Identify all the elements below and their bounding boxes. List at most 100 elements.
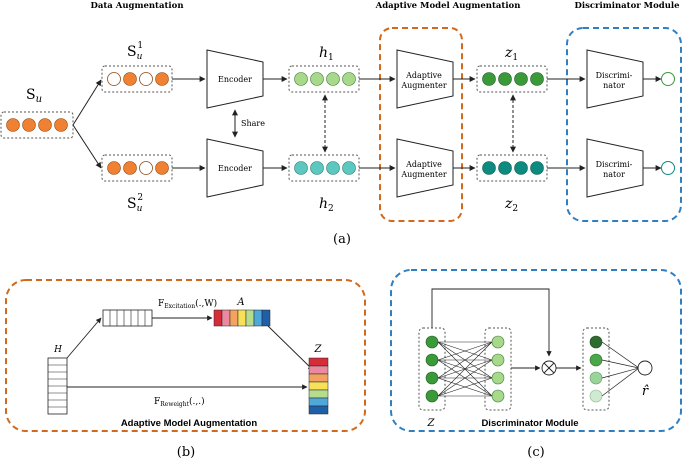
- panel-b-title: Adaptive Model Augmentation: [121, 418, 258, 429]
- su-item-1: [6, 118, 20, 132]
- hidden-node-3: [491, 371, 505, 385]
- discriminator-top: [586, 49, 644, 109]
- h2-box: [288, 154, 360, 182]
- arrow-a-to-z: [267, 325, 314, 371]
- su-item-3: [38, 118, 52, 132]
- branch-down: [72, 124, 102, 169]
- su2-sequence-box: [101, 154, 173, 182]
- su1-sequence-box: [101, 65, 173, 93]
- h1-item-2: [310, 72, 324, 86]
- caption-a: (a): [333, 232, 351, 247]
- su2-item-1: [107, 161, 121, 175]
- su-label: Su: [26, 87, 42, 105]
- h1-label: h1: [319, 45, 334, 63]
- hidden-node-4: [491, 389, 505, 403]
- output-node-bottom: [661, 161, 675, 175]
- discriminator-top-label-2: nator: [603, 81, 625, 90]
- z1-item-1: [482, 72, 496, 86]
- z-input-node-2: [425, 353, 439, 367]
- su2-label: Su2: [127, 193, 143, 214]
- z-cell-3: [308, 373, 329, 383]
- attention-cell-1: [213, 309, 223, 327]
- discriminator-bottom-label-1: Discrimi-: [596, 160, 633, 169]
- weighted-node-1: [589, 335, 603, 349]
- weighted-layer-box: [582, 327, 610, 411]
- hidden-node-1: [491, 335, 505, 349]
- output-connections: [601, 341, 640, 397]
- z-cell-4: [308, 381, 329, 391]
- weighted-node-4: [589, 389, 603, 403]
- discriminator-top-label-1: Discrimi-: [596, 71, 633, 80]
- su1-label: Su1: [127, 41, 143, 62]
- panel-c-title: Discriminator Module: [481, 418, 578, 429]
- encoder-top-label: Encoder: [218, 75, 252, 84]
- discriminator-box: [566, 27, 682, 222]
- su-item-2: [22, 118, 36, 132]
- h2-item-4: [342, 161, 356, 175]
- h2-item-2: [310, 161, 324, 175]
- weighted-node-2: [589, 353, 603, 367]
- attention-cell-3: [229, 309, 239, 327]
- su1-item-1: [107, 72, 121, 86]
- h-matrix-label: H: [53, 345, 62, 355]
- attention-cell-2: [221, 309, 231, 327]
- su-items: [6, 118, 68, 132]
- share-label: Share: [241, 119, 265, 128]
- su2-item-3: [139, 161, 153, 175]
- section-model-augmentation: Adaptive Model Augmentation: [375, 1, 521, 11]
- attention-cell-4: [237, 309, 247, 327]
- augmenter-top-label-1: Adaptive: [405, 71, 442, 80]
- z-cell-7: [308, 405, 329, 415]
- z1-item-4: [530, 72, 544, 86]
- skip-connection: [431, 288, 552, 357]
- r-hat-label: r̂: [642, 384, 650, 399]
- z-input-node-4: [425, 389, 439, 403]
- z-input-box: [418, 327, 446, 411]
- z2-box: [476, 154, 548, 182]
- f-excitation-label: FExcitation(.,W): [158, 298, 217, 310]
- caption-c: (c): [527, 445, 544, 460]
- discriminator-bottom: [586, 138, 644, 198]
- fc-connections: [437, 341, 493, 397]
- section-data-augmentation: Data Augmentation: [90, 1, 183, 11]
- h1-item-3: [326, 72, 340, 86]
- z-input-label: Z: [427, 418, 436, 429]
- attention-vector: [213, 309, 271, 327]
- h1-item-4: [342, 72, 356, 86]
- panel-b-frame: [5, 279, 366, 432]
- panel-b: H FExcitation(.,W) A: [5, 279, 366, 460]
- h1-item-1: [294, 72, 308, 86]
- output-node: [637, 360, 653, 376]
- multiply-icon: [541, 360, 557, 376]
- su1-item-2: [123, 72, 137, 86]
- z1-box: [476, 65, 548, 93]
- z-input-node-3: [425, 371, 439, 385]
- su2-item-4: [155, 161, 169, 175]
- z1-label: z1: [504, 45, 518, 63]
- a-vector-label: A: [236, 297, 244, 308]
- discriminator-bottom-label-2: nator: [603, 170, 625, 179]
- section-discriminator: Discriminator Module: [574, 1, 680, 11]
- hidden-node-2: [491, 353, 505, 367]
- z1-item-2: [498, 72, 512, 86]
- z-matrix: [308, 357, 329, 415]
- augmenter-bottom: [396, 138, 454, 198]
- attention-cell-7: [261, 309, 271, 327]
- z-cell-6: [308, 397, 329, 407]
- h-matrix: [47, 357, 68, 415]
- z-input-node-1: [425, 335, 439, 349]
- f-reweight-label: FReweight(.,.): [154, 396, 205, 408]
- panel-c-frame: [390, 269, 682, 432]
- z2-item-1: [482, 161, 496, 175]
- z2-item-2: [498, 161, 512, 175]
- augmenter-bottom-label-2: Augmenter: [400, 170, 446, 179]
- h2-label: h2: [319, 196, 334, 214]
- z-cell-1: [308, 357, 329, 367]
- su2-item-2: [123, 161, 137, 175]
- augmenter-top: [396, 49, 454, 109]
- panel-a: Data Augmentation Adaptive Model Augment…: [0, 1, 682, 247]
- encoder-bottom: [206, 138, 264, 198]
- z-cell-5: [308, 389, 329, 399]
- z1-item-3: [514, 72, 528, 86]
